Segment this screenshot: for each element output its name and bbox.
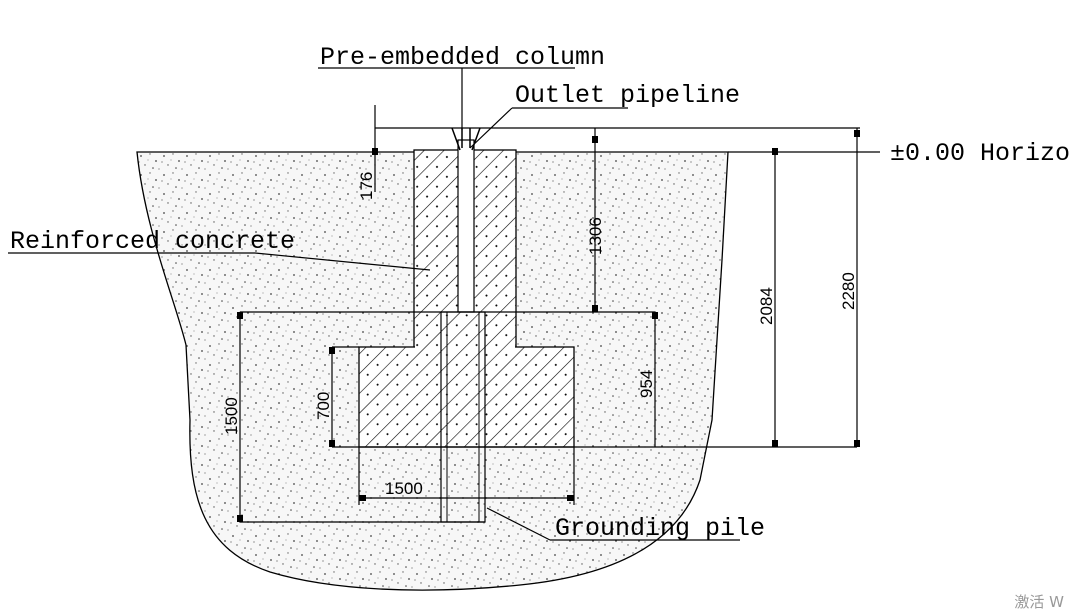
label-pre-embedded-column: Pre-embedded column (320, 43, 605, 72)
label-reinforced-concrete: Reinforced concrete (10, 227, 295, 256)
label-outlet-pipeline: Outlet pipeline (515, 81, 740, 110)
watermark: 激活 W (1014, 593, 1064, 611)
label-grounding-pile: Grounding pile (555, 514, 765, 543)
dim-1306: 1306 (586, 217, 605, 255)
dim-1500-horizontal: 1500 (385, 479, 423, 498)
label-horizon: ±0.00 Horizon (890, 139, 1070, 168)
reinforced-concrete-footing (358, 346, 575, 448)
dim-954: 954 (637, 370, 656, 398)
dim-2084: 2084 (757, 287, 776, 325)
dim-700: 700 (314, 392, 333, 420)
dim-176: 176 (357, 172, 376, 200)
dim-2280: 2280 (839, 272, 858, 310)
outlet-pipe (457, 139, 475, 313)
dim-1500-vertical: 1500 (222, 397, 241, 435)
